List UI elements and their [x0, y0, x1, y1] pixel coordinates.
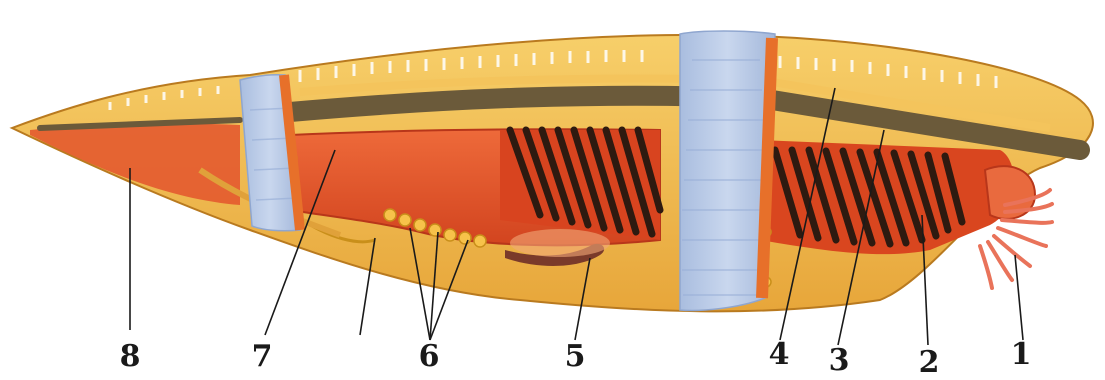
- label-3: 3: [824, 346, 854, 376]
- label-6: 6: [414, 342, 444, 372]
- label-1: 1: [1006, 340, 1036, 370]
- label-4: 4: [764, 340, 794, 370]
- label-2: 2: [914, 348, 944, 378]
- label-7: 7: [247, 342, 277, 372]
- label-5: 5: [560, 342, 590, 372]
- label-8: 8: [115, 342, 145, 372]
- tail-gut: [30, 124, 240, 205]
- caecum-highlight: [510, 229, 610, 257]
